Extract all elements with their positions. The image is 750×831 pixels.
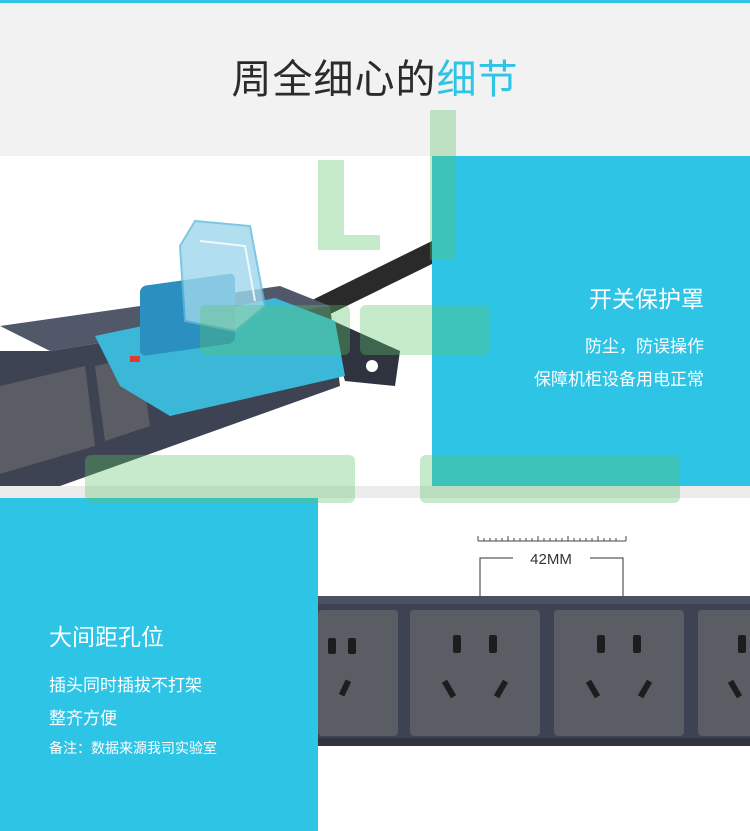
socket-outlet-1 — [318, 610, 398, 736]
top-accent-line — [0, 0, 750, 3]
socket-outlet-4 — [698, 610, 750, 736]
spacing-dimension-label: 42MM — [530, 551, 572, 568]
section-divider — [0, 486, 750, 498]
switch-cover-line-1: 防尘，防误操作 — [585, 337, 704, 357]
switch-cover-photo — [0, 156, 432, 486]
switch-cover-heading: 开关保护罩 — [589, 287, 704, 313]
power-strip-switch-illustration — [0, 219, 432, 486]
socket-outlet-2 — [410, 610, 540, 736]
title-main: 周全细心的 — [231, 57, 437, 103]
socket-spacing-line-2: 整齐方便 — [49, 709, 117, 729]
socket-spacing-panel: 大间距孔位 插头同时插拔不打架 整齐方便 备注：数据来源我司实验室 — [0, 498, 318, 831]
socket-spacing-photo: 42MM — [318, 498, 750, 831]
switch-cover-panel: 开关保护罩 防尘，防误操作 保障机柜设备用电正常 — [432, 156, 750, 486]
ruler-icon — [477, 536, 627, 542]
socket-strip-illustration: 42MM — [318, 536, 750, 746]
page-title: 周全细心的细节 — [0, 47, 750, 105]
socket-outlet-3 — [554, 610, 684, 736]
page-header: 周全细心的细节 — [0, 3, 750, 156]
switch-cover-line-2: 保障机柜设备用电正常 — [534, 370, 704, 390]
data-source-note: 备注：数据来源我司实验室 — [49, 741, 217, 757]
title-highlight: 细节 — [436, 57, 519, 103]
socket-spacing-line-1: 插头同时插拔不打架 — [49, 676, 202, 696]
socket-spacing-heading: 大间距孔位 — [49, 625, 164, 651]
